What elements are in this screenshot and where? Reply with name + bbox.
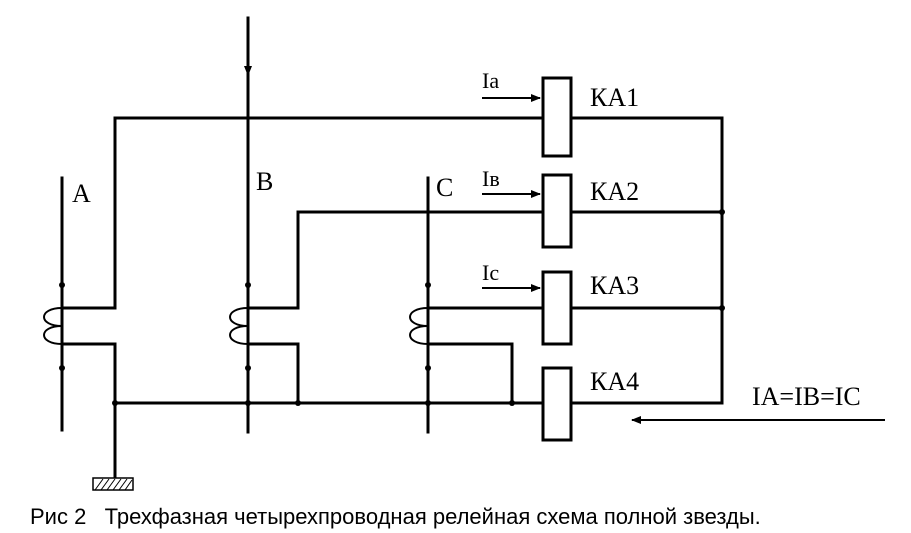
relay-ka4-label: КА4 (590, 367, 639, 396)
relay-ka3-label: КА3 (590, 271, 639, 300)
balance-equation: IA=IB=IC (752, 382, 861, 411)
phase-c-label: C (436, 173, 453, 202)
current-transformer-b (229, 282, 251, 371)
relay-ka2-label: КА2 (590, 177, 639, 206)
relay-ka2-coil (541, 173, 573, 249)
wire-a-top (60, 116, 545, 310)
relay-ka1-coil (541, 76, 573, 158)
wire-a-bottom (60, 342, 117, 405)
ground-hatch (94, 478, 133, 491)
current-transformer-a (43, 282, 65, 371)
relay-ka1-label: КА1 (590, 83, 639, 112)
current-ic-label: Ic (482, 260, 499, 285)
wire-b-top (246, 210, 545, 310)
wire-b-bottom (246, 342, 300, 405)
current-ia-label: Ia (482, 68, 499, 93)
phase-b-label: B (256, 167, 273, 196)
relay-ka4-coil (541, 366, 573, 442)
figure-caption: Рис 2 Трехфазная четырехпроводная релейн… (30, 504, 761, 529)
current-ib-label: Iв (482, 166, 500, 191)
phase-a-label: A (72, 179, 91, 208)
wire-c-bottom (426, 342, 514, 405)
current-transformer-c (409, 282, 431, 371)
relay-ka3-coil (541, 270, 573, 346)
